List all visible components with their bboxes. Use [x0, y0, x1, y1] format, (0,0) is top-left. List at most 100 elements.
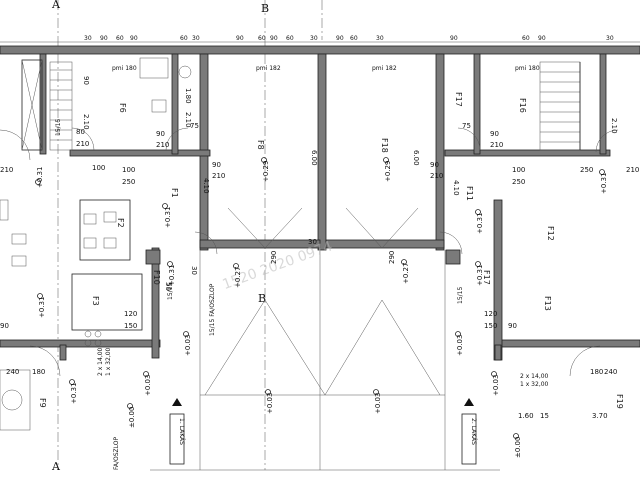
dim-30b: 30	[190, 266, 198, 275]
dim-100a: 100	[122, 166, 135, 174]
parking-4: 1 x 32,00	[520, 381, 549, 388]
dim-80: 80	[76, 128, 85, 136]
dim-top-9: 90	[270, 35, 278, 42]
dim-90f: 90	[430, 161, 439, 169]
level-13: +0.03	[184, 335, 192, 356]
dim-90c: 90	[490, 130, 499, 138]
dim-top-13: 60	[350, 35, 358, 42]
dim-90b: 90	[156, 130, 165, 138]
dim-top-18: 30	[606, 35, 614, 42]
dim-50: 50	[164, 282, 172, 291]
facade-note: 15/15 FA/OSZLOP	[209, 283, 216, 336]
dim-top-3: 60	[116, 35, 124, 42]
garage-driveway	[150, 207, 500, 471]
dim-150a: 150	[124, 322, 137, 330]
dim-top-2: 90	[100, 35, 108, 42]
dim-240b: 240	[604, 368, 617, 376]
level-5: +0.31	[70, 383, 78, 404]
level-17: +0.03	[144, 375, 152, 396]
room-labels: F6 F8 F18 F16 F17 F11 F12 F13 F3 F2 F1 F…	[38, 92, 624, 409]
dim-top-1: 30	[84, 35, 92, 42]
apartment-1-label: 1. LAKÁS	[178, 418, 185, 445]
dim-top-15: 90	[450, 35, 458, 42]
dim-top-12: 90	[336, 35, 344, 42]
dim-160: 1.60	[518, 412, 534, 420]
pmi-labels: pmi 180 pmi 182 pmi 182 pmi 180	[112, 65, 540, 72]
room-f1: F1	[170, 188, 179, 198]
parking-1: 2 x 14,00	[97, 347, 104, 376]
dim-180b: 180	[590, 368, 603, 376]
room-f9: F9	[38, 398, 47, 408]
level-7: +0.31	[476, 265, 484, 286]
dim-90a: 90	[82, 76, 90, 85]
dim-100b: 100	[512, 166, 525, 174]
dim-210c: 210	[156, 141, 169, 149]
section-b-top: B	[261, 2, 269, 15]
dim-240a: 240	[6, 368, 19, 376]
dim-75a: 75	[190, 122, 199, 130]
level-8: +0.31	[600, 173, 608, 194]
dim-top-6: 30	[192, 35, 200, 42]
dim-30a: 30	[308, 238, 317, 246]
dim-600b: 6.00	[412, 150, 420, 166]
level-15: +0.03	[374, 393, 382, 414]
dim-410b: 4.10	[452, 180, 460, 196]
level-20: ±0.00	[514, 437, 522, 458]
facade-note-2: FA/OSZLOP	[113, 436, 120, 470]
level-11: +0.27	[234, 267, 242, 288]
stair-1: 15/15	[55, 119, 62, 136]
dim-210a: 2.10	[82, 114, 90, 130]
pmi-1: pmi 180	[112, 65, 137, 72]
level-16: +0.03	[456, 335, 464, 356]
room-f10: F10	[152, 270, 161, 285]
level-9: +0.29	[262, 161, 270, 182]
pmi-2: pmi 182	[256, 65, 281, 72]
room-f6: F6	[118, 103, 127, 113]
dim-410a: 4.10	[202, 178, 210, 194]
dim-210f: 210	[430, 172, 443, 180]
level-10: +0.29	[384, 161, 392, 182]
pmi-3: pmi 182	[372, 65, 397, 72]
dim-600a: 6.00	[310, 150, 318, 166]
dim-120a: 120	[124, 310, 137, 318]
section-markers: A A B B	[51, 0, 323, 473]
room-f3: F3	[91, 296, 100, 306]
room-f17: F17	[454, 92, 463, 107]
parking-3: 2 x 14,00	[520, 373, 549, 380]
dim-150b: 150	[484, 322, 497, 330]
section-a-bottom: A	[51, 460, 61, 473]
dim-210b: 210	[76, 140, 89, 148]
section-b-mid: B	[258, 292, 266, 305]
dim-210e: 210	[212, 172, 225, 180]
parking-2: 1 x 32,00	[105, 347, 112, 376]
level-1: +0.31	[36, 167, 44, 188]
level-18: +0.03	[492, 375, 500, 396]
dim-250a: 250	[122, 178, 135, 186]
dim-290b: 290	[388, 251, 396, 264]
dim-210g: 2.10	[610, 118, 618, 134]
dim-180v: 1.80	[184, 88, 192, 104]
apartment-entries: 1. LAKÁS 2. LAKÁS	[169, 398, 477, 465]
apartment-2-label: 2. LAKÁS	[470, 418, 477, 445]
dim-top-4: 90	[130, 35, 138, 42]
stair-left	[21, 59, 73, 151]
dim-top-14: 30	[376, 35, 384, 42]
stair-3: 15/15	[457, 287, 464, 304]
dim-top-11: 30	[310, 35, 318, 42]
dim-90h: 90	[508, 322, 517, 330]
section-a-top: A	[51, 0, 61, 11]
level-6: +0.31	[476, 213, 484, 234]
dim-180a: 180	[32, 368, 45, 376]
dimension-labels: 90 2.10 80 210 90 210 1.80 2.10 75 75 90…	[0, 76, 639, 420]
room-f17b: F17	[482, 270, 491, 285]
dim-top-8: 60	[258, 35, 266, 42]
door-swings	[0, 127, 619, 377]
stair-2: 15/15	[167, 283, 174, 300]
room-f18: F18	[380, 138, 389, 153]
dim-210h: 210	[0, 166, 13, 174]
dim-290a: 290	[270, 251, 278, 264]
room-f12: F12	[546, 226, 555, 241]
area-annotations: 2 x 14,00 1 x 32,00 2 x 14,00 1 x 32,00 …	[55, 119, 549, 470]
